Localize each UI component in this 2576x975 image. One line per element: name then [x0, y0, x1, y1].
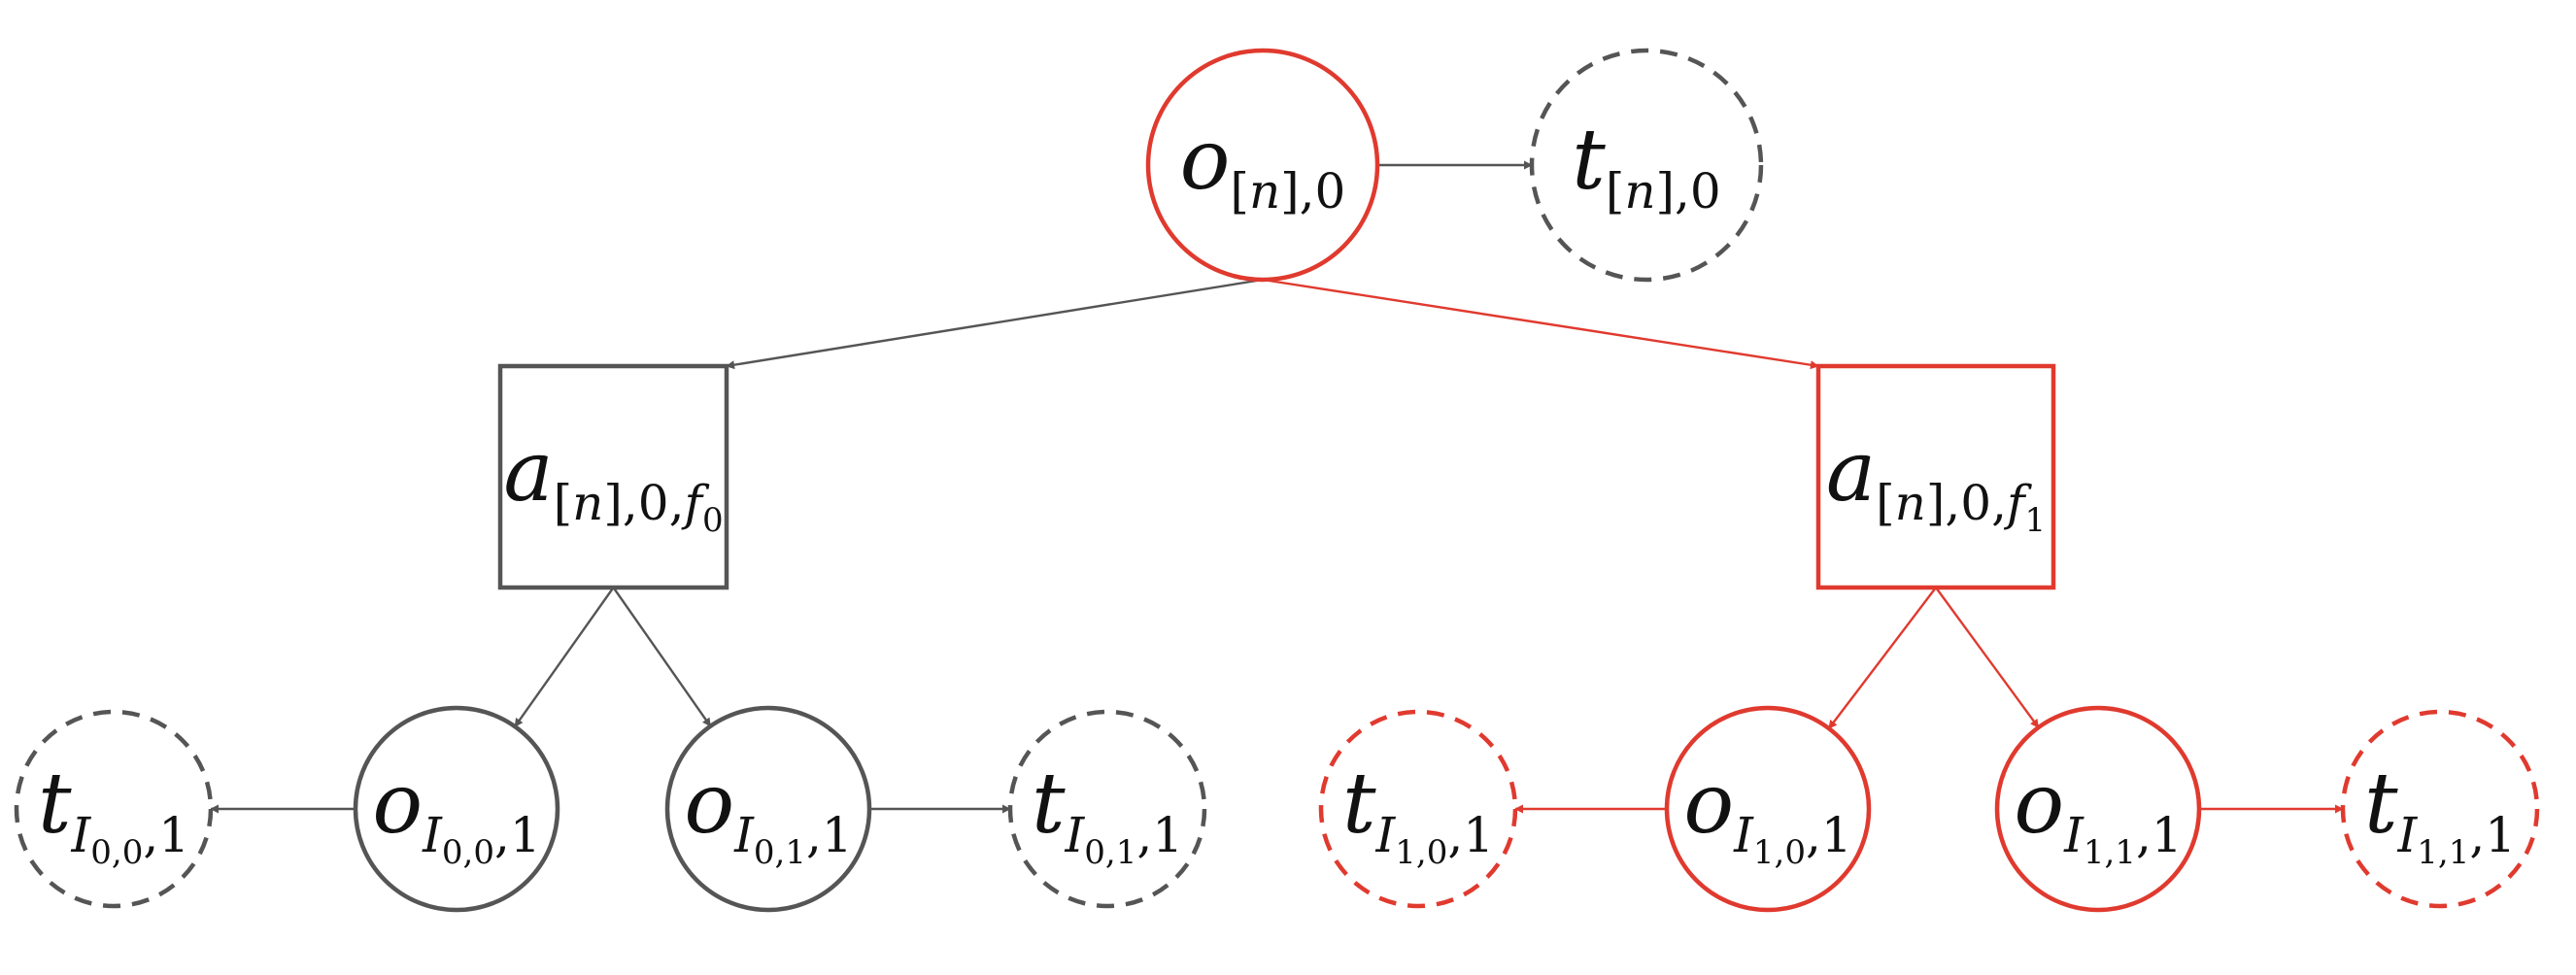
label-subsubscript: 1,0: [1753, 833, 1806, 872]
label-subscript-tail: ,1: [494, 807, 541, 863]
node-shape-o_I10: [1664, 705, 1872, 913]
node-label-o_I10: oI1,0,1: [1683, 756, 1851, 872]
label-base: o: [684, 756, 734, 853]
node-label-a_f1: a[n],0,f1: [1826, 423, 2046, 540]
node-label-o_I00: oI0,0,1: [372, 756, 540, 872]
label-subscript-tail: ,1: [2469, 807, 2516, 863]
node-shape-t_I11: [2340, 709, 2540, 909]
label-subscript-tail: ,1: [806, 807, 853, 863]
node-t_I01: tI0,1,1: [1007, 709, 1207, 909]
edge-a_f1-to-o_I10: [1827, 587, 1937, 729]
label-base: t: [38, 756, 72, 853]
label-subscript: I: [733, 807, 755, 863]
label-base: t: [1572, 112, 1606, 209]
node-o_I01: oI0,1,1: [664, 705, 872, 913]
node-o_root: o[n],0: [1145, 48, 1380, 283]
label-subscript: I: [2063, 807, 2085, 863]
label-subscript-tail: ,1: [1136, 807, 1183, 863]
label-subscript: I: [422, 807, 443, 863]
label-subsubscript: 1,1: [2084, 833, 2136, 872]
label-subscript-tail: ,1: [1447, 807, 1494, 863]
node-label-o_I01: oI0,1,1: [684, 756, 852, 872]
label-subscript: [: [554, 475, 573, 531]
edge-o_root-to-a_f1: [1262, 278, 1819, 370]
node-shape-o_root: [1145, 48, 1380, 283]
edge-a_f0-to-o_I01: [612, 587, 712, 727]
label-subscript: I: [1375, 807, 1397, 863]
node-shape-o_I00: [353, 705, 560, 913]
node-a_f0: a[n],0,f0: [497, 363, 729, 590]
label-subscript: ],0,: [603, 475, 684, 531]
label-subscript: ],0: [1280, 163, 1345, 219]
label-subscript: I: [71, 807, 92, 863]
label-base: o: [372, 756, 423, 853]
node-shape-t_I00: [14, 709, 214, 909]
node-label-a_f0: a[n],0,f0: [503, 423, 723, 540]
node-shape-a_f0: [497, 363, 729, 590]
node-t_I00: tI0,0,1: [14, 709, 214, 909]
node-label-t_I01: tI0,1,1: [1032, 756, 1183, 872]
node-t_I11: tI1,1,1: [2340, 709, 2540, 909]
node-shape-t_I01: [1007, 709, 1207, 909]
label-subscript: n: [1895, 475, 1926, 531]
label-base: a: [503, 423, 553, 521]
label-subscript: ],0: [1656, 163, 1721, 219]
label-subscript: I: [1065, 807, 1086, 863]
label-subscript-tail: ,1: [2136, 807, 2183, 863]
node-label-t_root: t[n],0: [1572, 112, 1721, 219]
label-base: a: [1826, 423, 1876, 521]
edges-layer: [210, 160, 2344, 814]
label-subsubscript: 0,0: [442, 833, 494, 872]
node-label-t_I00: tI0,0,1: [38, 756, 189, 872]
node-label-o_root: o[n],0: [1180, 112, 1346, 219]
label-subsubscript: 0,0: [90, 833, 143, 872]
label-base: t: [1342, 756, 1376, 853]
label-subscript-tail: ,1: [1806, 807, 1852, 863]
label-subscript: I: [2397, 807, 2419, 863]
node-t_root: t[n],0: [1529, 48, 1764, 283]
label-subscript: I: [1733, 807, 1754, 863]
label-base: t: [2364, 756, 2398, 853]
node-a_f1: a[n],0,f1: [1815, 363, 2056, 590]
node-label-o_I11: oI1,1,1: [2014, 756, 2182, 872]
label-subsubscript: 1: [2024, 501, 2046, 540]
label-subsubscript: 0,1: [1084, 833, 1136, 872]
label-base: o: [1683, 756, 1734, 853]
node-t_I10: tI1,0,1: [1318, 709, 1518, 909]
label-subscript: [: [1606, 163, 1625, 219]
node-shape-t_I10: [1318, 709, 1518, 909]
label-base: t: [1032, 756, 1066, 853]
label-subscript: [: [1876, 475, 1895, 531]
label-subscript: n: [1624, 163, 1655, 219]
edge-o_root-to-a_f0: [726, 278, 1264, 370]
node-label-t_I10: tI1,0,1: [1342, 756, 1494, 872]
label-base: o: [2014, 756, 2064, 853]
node-o_I11: oI1,1,1: [1994, 705, 2202, 913]
node-o_I00: oI0,0,1: [353, 705, 560, 913]
node-shape-a_f1: [1815, 363, 2056, 590]
label-subscript: n: [1249, 163, 1280, 219]
label-subscript: [: [1230, 163, 1249, 219]
edge-a_f0-to-o_I00: [514, 587, 615, 727]
label-base: o: [1180, 112, 1231, 209]
node-shape-t_root: [1529, 48, 1764, 283]
node-shape-o_I11: [1994, 705, 2202, 913]
node-shape-o_I01: [664, 705, 872, 913]
label-subsubscript: 0: [702, 501, 724, 540]
label-subscript: ],0,: [1926, 475, 2007, 531]
label-subsubscript: 1,1: [2417, 833, 2469, 872]
node-o_I10: oI1,0,1: [1664, 705, 1872, 913]
label-subscript-tail: ,1: [143, 807, 189, 863]
edge-a_f1-to-o_I11: [1935, 587, 2040, 728]
label-subsubscript: 1,0: [1395, 833, 1447, 872]
node-label-t_I11: tI1,1,1: [2364, 756, 2516, 872]
label-subsubscript: 0,1: [754, 833, 806, 872]
label-subscript: n: [572, 475, 603, 531]
